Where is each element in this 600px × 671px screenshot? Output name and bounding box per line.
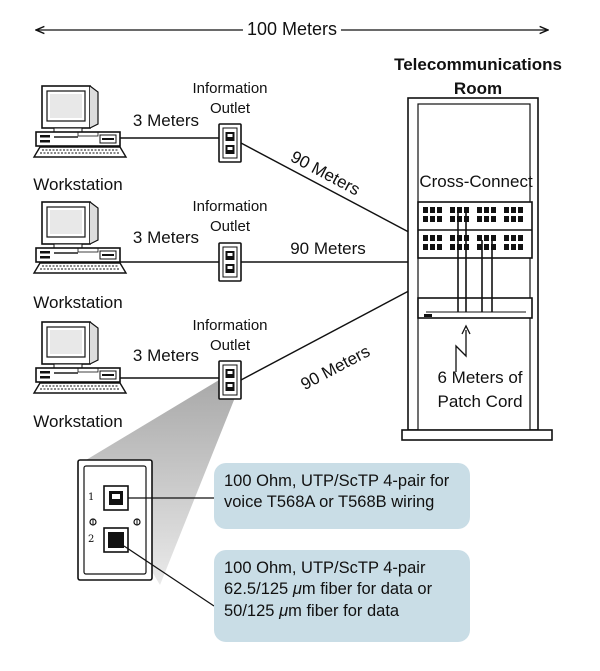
workstation-computer-icon-3 (33, 321, 127, 394)
patch-panel-port (450, 216, 455, 222)
patch-panel-port (484, 235, 489, 241)
information-outlet-icon-1 (218, 123, 242, 163)
micro-symbol-1: μ (292, 580, 302, 599)
patch-panel-port (450, 207, 455, 213)
patch-panel-port (484, 216, 489, 222)
patch-panel-port (491, 216, 496, 222)
patch-panel-port (491, 207, 496, 213)
patch-panel-port (491, 244, 496, 250)
detail-projection-beam (86, 380, 242, 585)
patch-panel-port (504, 216, 509, 222)
patch-panel-port (450, 244, 455, 250)
workstation-computer-icon-1 (33, 85, 127, 158)
workstation-computer-icon-2 (33, 201, 127, 274)
outlet-label-3-line2: Outlet (209, 337, 251, 354)
patch-panel-port (477, 244, 482, 250)
patch-panel-port (504, 207, 509, 213)
patch-panel-port (484, 207, 489, 213)
horizontal-run-label-2: 90 Meters (290, 239, 366, 258)
patch-panel-port (477, 207, 482, 213)
patch-panel-port (437, 235, 442, 241)
micro-symbol-2: μ (279, 601, 289, 620)
workstation-label-1: Workstation (33, 175, 123, 194)
patch-panel-port (477, 216, 482, 222)
patch-panel-port (457, 244, 462, 250)
patch-panel-port (430, 244, 435, 250)
patch-panel-port (423, 235, 428, 241)
information-outlet-icon-3 (218, 360, 242, 400)
patch-cord-label-line2: Patch Cord (437, 392, 523, 411)
patch-panel-port (511, 207, 516, 213)
patch-panel-port (511, 216, 516, 222)
voice-wiring-callout: 100 Ohm, UTP/ScTP 4-pair for voice T568A… (214, 463, 470, 529)
patch-panel-port (504, 244, 509, 250)
data-fiber-callout: 100 Ohm, UTP/ScTP 4-pair 62.5/125 μm fib… (214, 550, 470, 642)
patch-panel-port (437, 216, 442, 222)
patch-cord-label-line1: 6 Meters of (437, 368, 523, 387)
patch-panel-port (437, 207, 442, 213)
patch-panel-port (457, 235, 462, 241)
patch-panel-port (477, 235, 482, 241)
outlet-label-1-line2: Outlet (209, 100, 251, 117)
short-run-label-3: 3 Meters (132, 346, 200, 365)
room-title-line1: Telecommunications (394, 55, 562, 74)
patch-panel-port (423, 207, 428, 213)
patch-panel-port (518, 216, 523, 222)
patch-panel-port (430, 235, 435, 241)
patch-panel-port (423, 216, 428, 222)
patch-panel-port (437, 244, 442, 250)
outlet-label-3-line1: Information (192, 317, 268, 334)
workstation-label-2: Workstation (33, 293, 123, 312)
data-fiber-callout-text-3: m fiber for data (288, 601, 400, 620)
patch-panel-port (457, 216, 462, 222)
dimension-label: 100 Meters (242, 20, 342, 38)
patch-panel-port (464, 207, 469, 213)
leader-line-2 (123, 545, 215, 607)
horizontal-cable-1 (240, 142, 421, 239)
patch-panel-port (511, 244, 516, 250)
data-fiber-callout-text-2: m fiber for data or 50/125 (224, 580, 433, 620)
patch-panel-port (518, 244, 523, 250)
room-title-line2: Room (453, 79, 503, 98)
patch-panel-port (430, 216, 435, 222)
short-run-label-2: 3 Meters (132, 228, 200, 247)
patch-panel-port (430, 207, 435, 213)
patch-panel-port (518, 235, 523, 241)
workstation-label-3: Workstation (33, 412, 123, 431)
horizontal-cable-3 (240, 284, 421, 381)
patch-panel-port (491, 235, 496, 241)
telecom-rack (401, 97, 553, 441)
short-run-label-1: 3 Meters (132, 111, 200, 130)
outlet-label-2-line1: Information (192, 198, 268, 215)
outlet-label-1-line1: Information (192, 80, 268, 97)
cross-connect-label: Cross-Connect (419, 172, 533, 191)
information-outlet-icon-2 (218, 242, 242, 282)
port-number-2: 2 (88, 534, 95, 545)
voice-wiring-callout-text: 100 Ohm, UTP/ScTP 4-pair for voice T568A… (224, 472, 450, 512)
patch-panel-port (484, 244, 489, 250)
patch-panel-port (423, 244, 428, 250)
patch-panel-port (450, 235, 455, 241)
patch-panel-port (457, 207, 462, 213)
patch-panel-port (518, 207, 523, 213)
data-fiber-callout-text-1: 100 Ohm, UTP/ScTP 4-pair 62.5/125 (224, 559, 426, 599)
outlet-label-2-line2: Outlet (209, 218, 251, 235)
detail-outlet-faceplate (77, 459, 153, 581)
patch-panel-port (504, 235, 509, 241)
port-number-1: 1 (88, 492, 95, 503)
patch-panel-port (511, 235, 516, 241)
